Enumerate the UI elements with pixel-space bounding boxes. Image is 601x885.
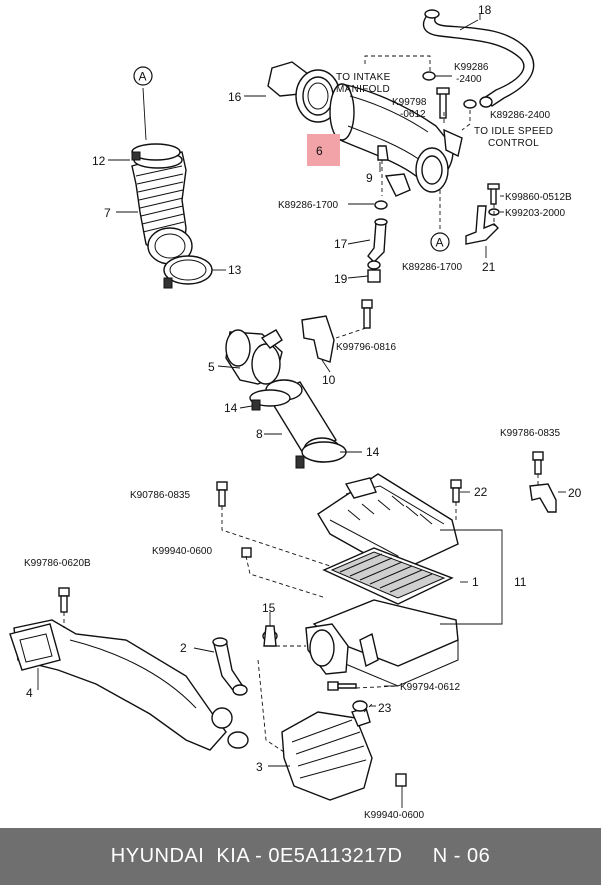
ref-a-right: A bbox=[430, 232, 450, 252]
callout-15: 15 bbox=[262, 601, 276, 615]
bolt-k99786-0835 bbox=[532, 451, 544, 475]
nut-k99940-lower bbox=[395, 773, 407, 787]
code-k99796: K99796-0816 bbox=[336, 342, 396, 353]
footer-text: HYUNDAI KIA - 0E5A113217D N - 06 bbox=[110, 845, 491, 867]
callout-12: 12 bbox=[92, 154, 106, 168]
ref-a-top: A bbox=[133, 66, 153, 86]
sensor-5 bbox=[225, 329, 283, 385]
callout-6: 6 bbox=[316, 144, 323, 158]
callout-10: 10 bbox=[322, 373, 336, 387]
callout-4: 4 bbox=[26, 686, 33, 700]
bolt-22 bbox=[450, 479, 462, 503]
code-k99794: K99794-0612 bbox=[400, 682, 460, 693]
duct-4 bbox=[9, 619, 227, 751]
callout-13: 13 bbox=[228, 263, 242, 277]
code-k99286-suffix: -2400 bbox=[456, 74, 482, 85]
callout-23: 23 bbox=[378, 701, 392, 715]
code-k99286: K99286 bbox=[454, 62, 489, 73]
bracket-10 bbox=[301, 315, 335, 363]
grommet-23 bbox=[352, 700, 368, 712]
air-filter bbox=[322, 547, 454, 605]
bolt-k99786-0620b bbox=[58, 587, 70, 613]
callout-16: 16 bbox=[228, 90, 242, 104]
code-k89286-1700-lower: K89286-1700 bbox=[402, 262, 462, 273]
note-intake-1: TO INTAKE bbox=[336, 72, 391, 83]
svg-text:A: A bbox=[436, 236, 444, 250]
intake-pipe-6 bbox=[329, 83, 463, 197]
callout-21: 21 bbox=[482, 260, 496, 274]
parts-diagram: 6 bbox=[9, 3, 582, 821]
callout-18: 18 bbox=[478, 3, 492, 17]
note-idle-2: CONTROL bbox=[488, 138, 539, 149]
callout-9: 9 bbox=[366, 171, 373, 185]
code-k99203: K99203-2000 bbox=[505, 208, 565, 219]
callout-22: 22 bbox=[474, 485, 488, 499]
code-k99786-0835: K99786-0835 bbox=[500, 428, 560, 439]
code-k99860: K99860-0512B bbox=[505, 192, 572, 203]
clamp-13 bbox=[163, 255, 213, 289]
callout-3: 3 bbox=[256, 760, 263, 774]
grommet-15 bbox=[262, 625, 278, 647]
joint-duct bbox=[211, 707, 249, 749]
bracket-20 bbox=[529, 483, 557, 513]
boot-16 bbox=[267, 61, 341, 123]
callout-14-upper: 14 bbox=[224, 401, 238, 415]
callout-5: 5 bbox=[208, 360, 215, 374]
hose-18 bbox=[422, 9, 535, 108]
callout-14-lower: 14 bbox=[366, 445, 380, 459]
hose-7 bbox=[131, 151, 193, 265]
clamp-14-upper bbox=[249, 389, 291, 411]
bolt-k99796 bbox=[361, 299, 373, 329]
code-k99940-lower: K99940-0600 bbox=[364, 810, 424, 821]
bolt-k99798 bbox=[436, 87, 450, 119]
bracket-21 bbox=[465, 183, 500, 245]
code-k89286-2400: K89286-2400 bbox=[490, 110, 550, 121]
note-idle-1: TO IDLE SPEED bbox=[474, 126, 553, 137]
callout-1: 1 bbox=[472, 575, 479, 589]
nut-k99940-upper bbox=[241, 547, 252, 558]
callout-2: 2 bbox=[180, 641, 187, 655]
footer-bar: HYUNDAI KIA - 0E5A113217D N - 06 bbox=[0, 828, 601, 885]
code-k99786-0620b: K99786-0620B bbox=[24, 558, 91, 569]
air-cleaner-cover bbox=[317, 473, 459, 573]
callout-19: 19 bbox=[334, 272, 348, 286]
note-intake-2: MANIFOLD bbox=[336, 84, 390, 95]
callout-7: 7 bbox=[104, 206, 111, 220]
code-k99798-suffix: -0612 bbox=[400, 109, 426, 120]
highlight-box bbox=[307, 134, 340, 166]
clamp-k89286-2400 bbox=[463, 99, 477, 109]
code-k99940-upper: K99940-0600 bbox=[152, 546, 212, 557]
bolt-k99794 bbox=[327, 681, 357, 691]
hose-17 bbox=[367, 200, 388, 283]
callout-11: 11 bbox=[514, 575, 527, 589]
callout-8: 8 bbox=[256, 427, 263, 441]
bolt-k90786 bbox=[216, 481, 228, 507]
hose-2 bbox=[212, 637, 248, 696]
clamp-k99286 bbox=[422, 71, 452, 81]
clamp-12 bbox=[131, 143, 181, 161]
air-cleaner-body bbox=[305, 599, 459, 687]
code-k99798: K99798 bbox=[392, 97, 427, 108]
code-k89286-1700-upper: K89286-1700 bbox=[278, 200, 338, 211]
callout-20: 20 bbox=[568, 486, 582, 500]
resonator-3 bbox=[281, 707, 373, 801]
callout-17: 17 bbox=[334, 237, 348, 251]
code-k90786: K90786-0835 bbox=[130, 490, 190, 501]
svg-text:A: A bbox=[139, 70, 147, 84]
